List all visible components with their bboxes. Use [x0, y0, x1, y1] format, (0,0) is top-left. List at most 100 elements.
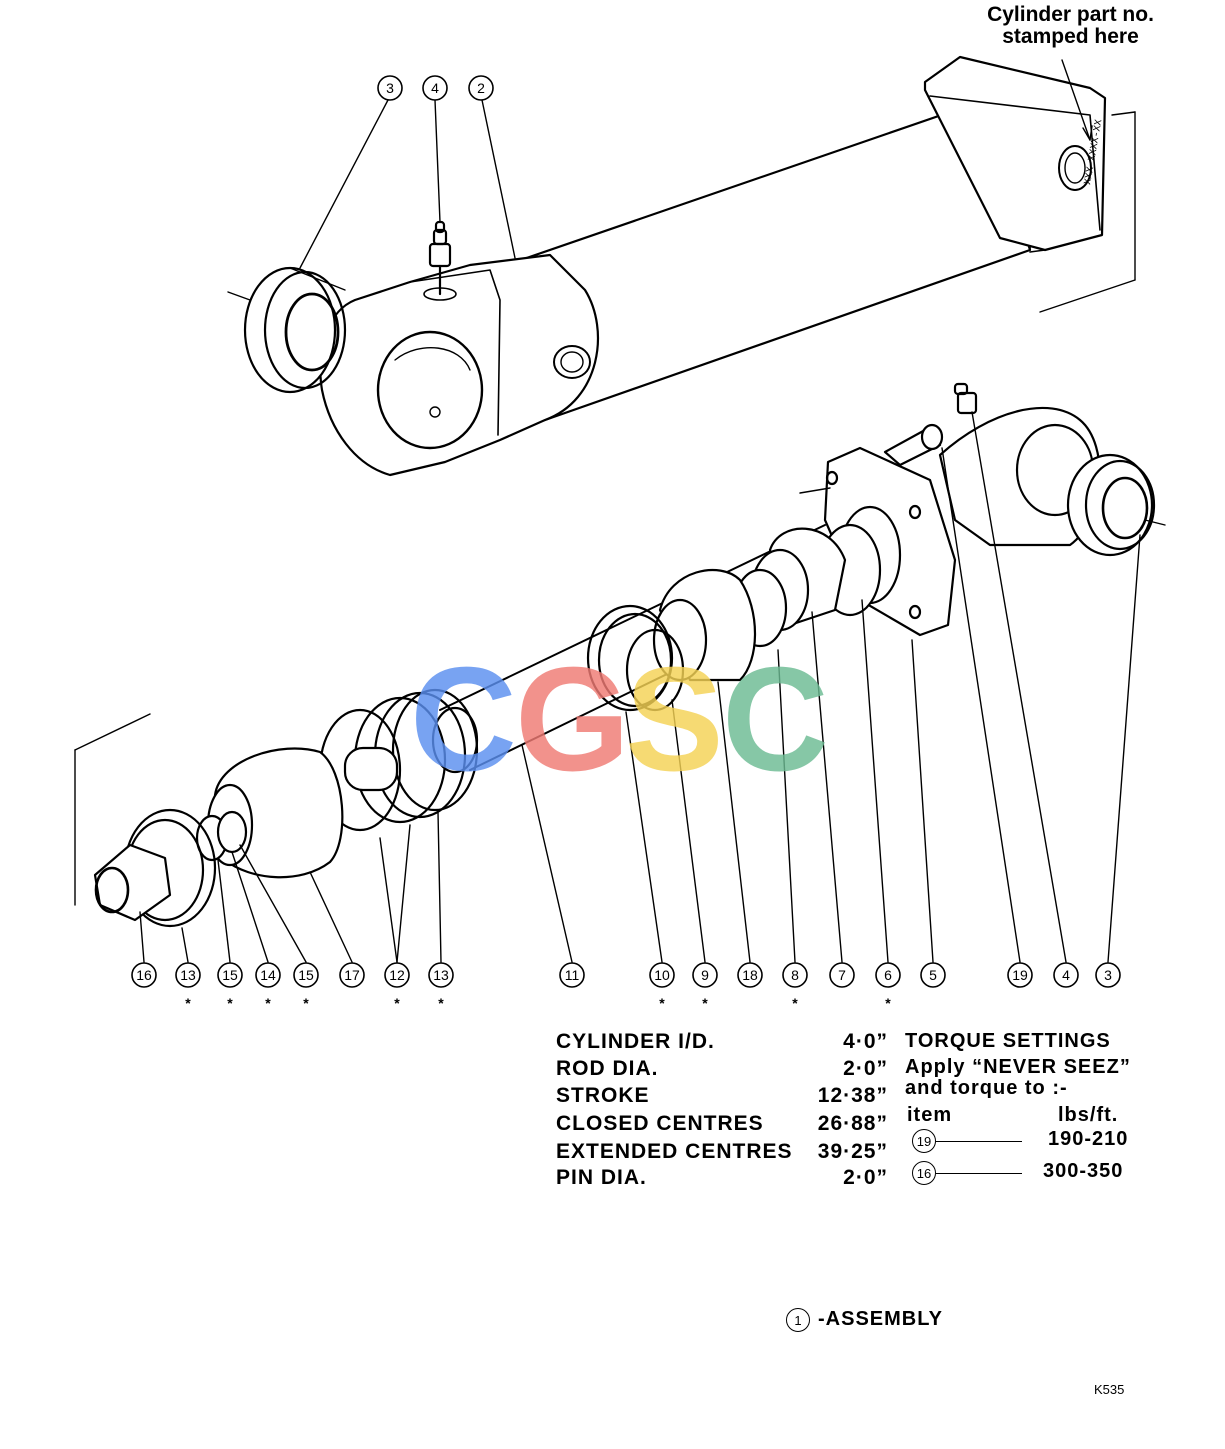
spec-value-cylinder-id: 4·0” — [843, 1030, 888, 1053]
torque-col-item: item — [907, 1104, 953, 1126]
callout-17-5: 17 — [339, 962, 365, 988]
top-callouts: 3 4 2 — [377, 75, 494, 101]
callout-5-15-number: 5 — [929, 967, 937, 983]
grease-nipple-top — [428, 220, 452, 296]
spec-label-closed-centres: CLOSED CENTRES — [556, 1112, 764, 1135]
torque-item-19: 19 — [912, 1129, 936, 1153]
clevis-body — [319, 253, 600, 477]
callout-13-1-asterisk: * — [185, 995, 191, 1011]
callout-6-14-asterisk: * — [885, 995, 891, 1011]
callout-15-2: 15 * — [217, 962, 243, 1011]
callout-10-9-asterisk: * — [659, 995, 665, 1011]
watermark-letter-3: C — [722, 637, 829, 802]
callout-15-4-number: 15 — [298, 967, 314, 983]
spec-label-stroke: STROKE — [556, 1084, 650, 1107]
callout-16-0-number: 16 — [136, 967, 152, 983]
callout-9-10: 9* — [692, 962, 718, 1011]
callout-top-4: 4 — [422, 75, 448, 101]
callout-13-1: 13 * — [175, 962, 201, 1011]
torque-value-16: 300-350 — [1043, 1160, 1124, 1182]
exploded-components — [74, 111, 1166, 928]
callout-7-13: 7 — [829, 962, 855, 988]
callout-4-17: 4 — [1053, 962, 1079, 988]
callout-19-16: 19 — [1007, 962, 1033, 988]
assembly-text: -ASSEMBLY — [818, 1308, 943, 1330]
callout-3-18-number: 3 — [1104, 967, 1112, 983]
callout-14-3-asterisk: * — [265, 995, 271, 1011]
callout-9-10-number: 9 — [701, 967, 709, 983]
watermark-letter-0: C — [410, 637, 517, 802]
callout-top-3-number: 3 — [386, 80, 394, 96]
stamp-note-line1: Cylinder part no. — [987, 3, 1154, 26]
spec-value-rod-dia: 2·0” — [843, 1057, 888, 1080]
bottom-leaders — [139, 411, 1141, 963]
spec-value-pin-dia: 2·0” — [843, 1166, 888, 1189]
callout-18-11: 18 — [737, 962, 763, 988]
callout-5-15: 5 — [920, 962, 946, 988]
torque-leader-19 — [936, 1141, 1022, 1142]
callout-14-3: 14 * — [255, 962, 281, 1011]
callout-13-7-asterisk: * — [438, 995, 444, 1011]
watermark-letter-2: S — [625, 637, 724, 802]
callout-19-16-number: 19 — [1012, 967, 1028, 983]
callout-15-2-number: 15 — [222, 967, 238, 983]
callout-15-2-asterisk: * — [227, 995, 233, 1011]
assembled-cylinder: XXX-XXXX-XX — [227, 55, 1107, 477]
callout-14-3-number: 14 — [260, 967, 276, 983]
torque-col-unit: lbs/ft. — [1058, 1104, 1119, 1126]
callout-top-4-number: 4 — [431, 80, 439, 96]
callout-18-11-number: 18 — [742, 967, 758, 983]
head-port — [1058, 145, 1092, 191]
bush-top — [243, 266, 347, 394]
torque-line1: Apply “NEVER SEEZ” — [905, 1056, 1131, 1078]
callout-15-4: 15 * — [293, 962, 319, 1011]
callout-12-6: 12 * — [384, 962, 410, 1011]
reference-code: K535 — [1094, 1382, 1125, 1397]
cylinder-head-block — [923, 55, 1107, 252]
spec-value-extended-centres: 39·25” — [817, 1140, 888, 1163]
stamp-note-line2: stamped here — [1002, 25, 1139, 48]
callout-4-17-number: 4 — [1062, 967, 1070, 983]
torque-value-19: 190-210 — [1048, 1128, 1129, 1150]
torque-title: TORQUE SETTINGS — [905, 1030, 1111, 1052]
callout-top-2: 2 — [468, 75, 494, 101]
torque-item-16: 16 — [912, 1161, 936, 1185]
spec-label-pin-dia: PIN DIA. — [556, 1166, 647, 1189]
callout-8-12-asterisk: * — [792, 995, 798, 1011]
barrel-port — [553, 345, 591, 379]
callout-3-18: 3 — [1095, 962, 1121, 988]
stamp-leader — [1061, 59, 1091, 141]
watermark-letter-1: G — [515, 637, 630, 802]
spec-label-cylinder-id: CYLINDER I/D. — [556, 1030, 715, 1053]
callout-13-1-number: 13 — [180, 967, 196, 983]
callout-8-12: 8* — [782, 962, 808, 1011]
callout-11-8-number: 11 — [565, 967, 580, 983]
piston-nut — [93, 843, 172, 922]
torque-leader-16 — [936, 1173, 1022, 1174]
callout-15-4-asterisk: * — [303, 995, 309, 1011]
callout-10-9-number: 10 — [654, 967, 670, 983]
callout-12-6-asterisk: * — [394, 995, 400, 1011]
stamp-note: Cylinder part no. stamped here — [968, 4, 1173, 48]
callout-13-7-number: 13 — [433, 967, 449, 983]
callout-17-5-number: 17 — [344, 967, 360, 983]
callout-16-0: 16 — [131, 962, 157, 988]
top-leaders — [299, 99, 516, 269]
callout-8-12-number: 8 — [791, 967, 799, 983]
callout-6-14-number: 6 — [884, 967, 892, 983]
spec-label-extended-centres: EXTENDED CENTRES — [556, 1140, 793, 1163]
callout-13-7: 13 * — [428, 962, 454, 1011]
callout-12-6-number: 12 — [389, 967, 405, 983]
assembly-number: 1 — [786, 1308, 810, 1332]
torque-line2: and torque to :- — [905, 1077, 1068, 1099]
callout-9-10-asterisk: * — [702, 995, 708, 1011]
callout-10-9: 10 * — [649, 962, 675, 1011]
spec-label-rod-dia: ROD DIA. — [556, 1057, 659, 1080]
spec-value-closed-centres: 26·88” — [817, 1112, 888, 1135]
callout-6-14: 6* — [875, 962, 901, 1011]
callout-top-2-number: 2 — [477, 80, 485, 96]
